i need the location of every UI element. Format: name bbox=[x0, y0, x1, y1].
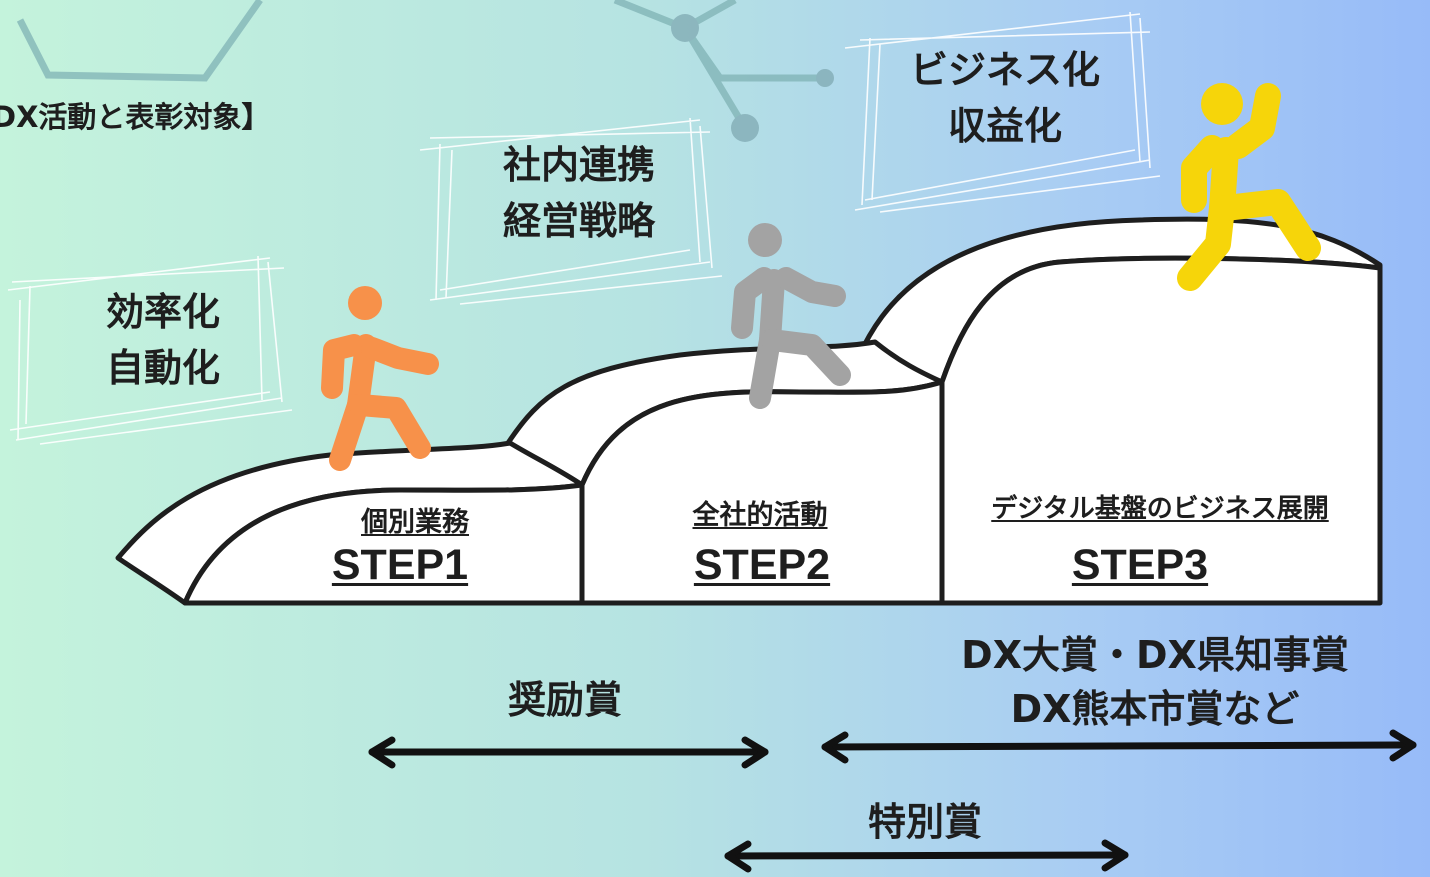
step1-label: STEP1 bbox=[331, 541, 469, 589]
step2-label: STEP2 bbox=[693, 541, 831, 589]
goal-step3-line2: 収益化 bbox=[947, 104, 1062, 148]
arrow-special bbox=[724, 839, 1129, 873]
arrow-encouragement bbox=[368, 736, 769, 769]
walker-gray-figure bbox=[731, 223, 851, 409]
network-decoration bbox=[16, 0, 834, 142]
step2-subtitle: 全社的活動 bbox=[692, 500, 828, 531]
diagram-heading: DX活動と表彰対象】 bbox=[0, 100, 271, 134]
award-grand-line1: DX大賞・DX県知事賞 bbox=[961, 633, 1349, 677]
step3-subtitle: デジタル基盤のビジネス展開 bbox=[991, 494, 1329, 524]
step3-front bbox=[939, 255, 1383, 606]
goal-step1: 効率化 自動化 bbox=[88, 284, 238, 396]
goal-step2: 社内連携 経営戦略 bbox=[484, 137, 674, 249]
award-grand: DX大賞・DX県知事賞 DX熊本市賞など bbox=[930, 628, 1380, 736]
award-grand-line2: DX熊本市賞など bbox=[1010, 687, 1300, 731]
goal-step2-line2: 経営戦略 bbox=[502, 199, 655, 243]
award-arrows bbox=[368, 729, 1417, 873]
goal-step1-line1: 効率化 bbox=[105, 290, 220, 334]
step1-front bbox=[182, 482, 585, 606]
walker-orange-figure bbox=[321, 286, 439, 471]
goal-step1-line2: 自動化 bbox=[105, 346, 220, 390]
award-special: 特別賞 bbox=[867, 800, 982, 844]
goal-step3-line1: ビジネス化 bbox=[909, 48, 1100, 92]
step1-subtitle: 個別業務 bbox=[361, 507, 469, 538]
goal-step3: ビジネス化 収益化 bbox=[890, 42, 1120, 154]
arrow-grand bbox=[821, 729, 1417, 764]
step3-label: STEP3 bbox=[1071, 541, 1209, 589]
step2-front bbox=[579, 379, 945, 606]
staircase bbox=[115, 216, 1383, 606]
award-encouragement: 奨励賞 bbox=[507, 678, 622, 722]
sketch-frames bbox=[7, 11, 1161, 445]
walker-yellow-figure bbox=[1177, 83, 1321, 291]
goal-step2-line1: 社内連携 bbox=[502, 143, 655, 187]
